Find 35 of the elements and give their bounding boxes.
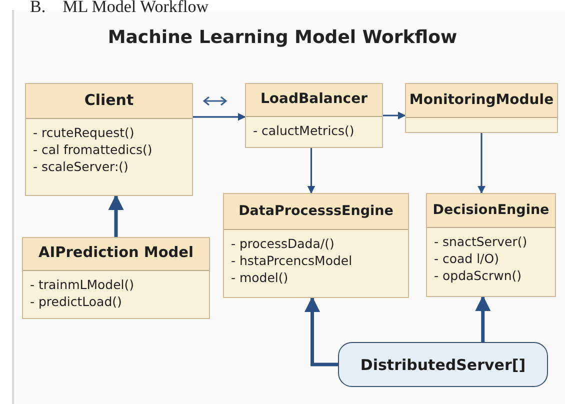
arrow [193, 112, 246, 121]
method-name: - model() [230, 268, 290, 286]
class-name: LoadBalancer [246, 84, 382, 116]
class-box [426, 193, 556, 297]
class-box [405, 83, 558, 133]
object-name: DistributedServer[] [360, 356, 526, 374]
class-name: DataProcesssEngine [224, 194, 408, 230]
arrow [383, 112, 406, 120]
arrow [304, 296, 338, 366]
arrow [478, 133, 486, 194]
method-name: - opdaScrwn() [433, 266, 523, 284]
diagram-title: Machine Learning Model Workflow [106, 27, 458, 48]
method-name: - trainmLModel() [29, 276, 136, 292]
class-name: DecisionEngine [427, 194, 555, 228]
class-box [223, 193, 409, 298]
method-name: - processDada/() [230, 234, 336, 252]
method-name: - rcuteRequest() [32, 124, 136, 140]
method-name: - hstaPrcencsModel [230, 252, 354, 268]
arrow [475, 295, 491, 342]
method-name: - scaleServer:() [32, 158, 130, 174]
class-name: Client [26, 84, 192, 118]
method-name: - snactServer() [433, 232, 528, 250]
method-name: - predictLoad() [29, 292, 123, 310]
figure-heading: B. ML Model Workflow [30, 0, 209, 17]
method-name: - cal fromattedics() [32, 140, 154, 158]
arrow [108, 194, 124, 237]
class-name: MonitoringModule [406, 84, 557, 118]
class-box [22, 237, 210, 319]
object-node [338, 342, 548, 387]
class-box [245, 83, 383, 148]
method-name: - coad l/O) [433, 250, 500, 266]
class-box [25, 83, 193, 196]
class-name: AIPrediction Model [23, 238, 209, 270]
arrow [307, 148, 316, 194]
method-name: - caluctMetrics() [252, 122, 356, 138]
